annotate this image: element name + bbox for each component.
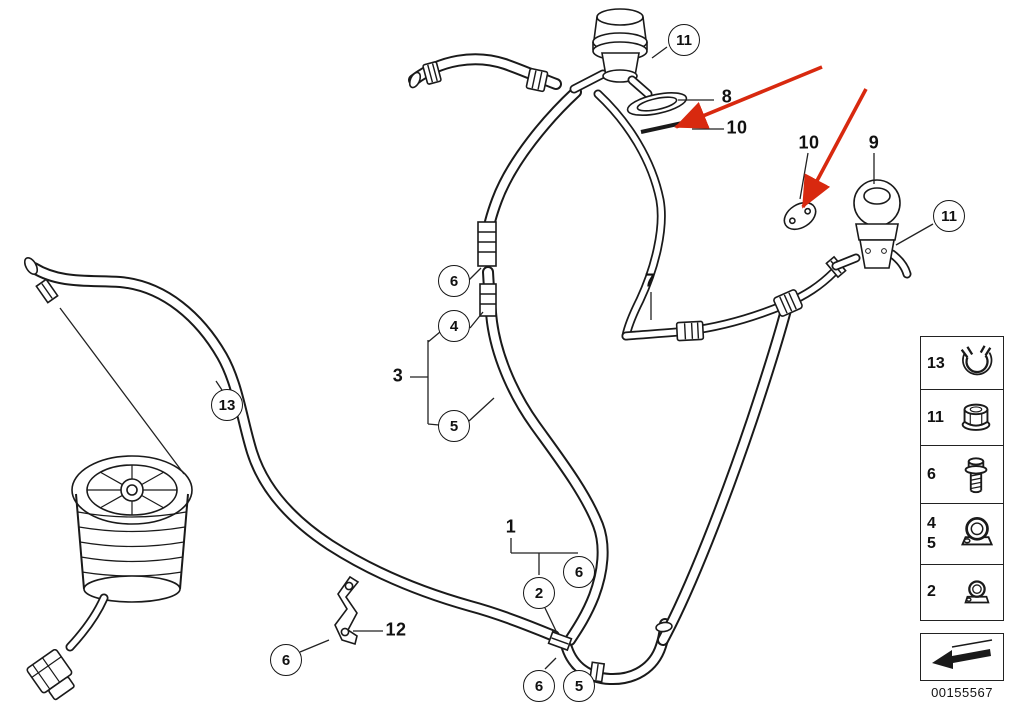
red-arrow-top bbox=[674, 65, 823, 129]
pipe-clip-icon bbox=[948, 511, 1003, 557]
legend-label-2: 2 bbox=[927, 583, 936, 601]
legend-label-11: 11 bbox=[927, 408, 944, 426]
callout-1[interactable]: 1 bbox=[505, 516, 517, 537]
callout-10-top[interactable]: 10 bbox=[726, 117, 748, 138]
screw-icon bbox=[948, 452, 1003, 498]
callout-5-b[interactable]: 5 bbox=[563, 670, 595, 702]
callout-4[interactable]: 4 bbox=[438, 310, 470, 342]
callout-9[interactable]: 9 bbox=[868, 132, 880, 153]
callout-13[interactable]: 13 bbox=[211, 389, 243, 421]
coupler-b bbox=[675, 320, 705, 342]
callout-6-c[interactable]: 6 bbox=[270, 644, 302, 676]
metal-gasket-right bbox=[783, 201, 817, 231]
pipe-clip-small-icon bbox=[948, 571, 1003, 613]
hose-clamp-e bbox=[35, 278, 59, 304]
callout-12[interactable]: 12 bbox=[385, 619, 407, 640]
electrical-connector bbox=[26, 648, 75, 701]
callout-6-b[interactable]: 6 bbox=[563, 556, 595, 588]
callout-10-right[interactable]: 10 bbox=[798, 132, 820, 153]
legend-label-5: 5 bbox=[927, 535, 936, 553]
legend-label-13: 13 bbox=[927, 354, 945, 372]
hose-clamp-d bbox=[588, 661, 606, 683]
legend-row-13[interactable]: 13 bbox=[920, 336, 1004, 391]
legend-panel: 13 11 bbox=[920, 336, 1004, 621]
check-valve bbox=[831, 179, 912, 279]
hose-fittings bbox=[23, 61, 847, 683]
callout-2[interactable]: 2 bbox=[523, 577, 555, 609]
page-turn-arrow-icon bbox=[926, 635, 998, 680]
secondary-air-pump bbox=[26, 455, 193, 701]
legend-label-4: 4 bbox=[927, 515, 936, 533]
flange-nut-icon bbox=[948, 397, 1003, 439]
coupler-a bbox=[525, 67, 549, 93]
callout-3[interactable]: 3 bbox=[392, 365, 404, 386]
callout-7[interactable]: 7 bbox=[644, 270, 656, 291]
callout-6-a[interactable]: 6 bbox=[438, 265, 470, 297]
holder-fitting bbox=[479, 283, 497, 317]
hose-clamp-c bbox=[547, 630, 573, 652]
diagram-part-number: 00155567 bbox=[931, 685, 993, 700]
vent-valve bbox=[569, 8, 688, 134]
legend-row-11[interactable]: 11 bbox=[920, 389, 1004, 447]
hose-clamp-a bbox=[422, 61, 442, 85]
red-arrows bbox=[674, 65, 868, 209]
callout-11-check-valve[interactable]: 11 bbox=[933, 200, 965, 232]
coupler-c bbox=[773, 289, 803, 317]
callout-11-vent-valve[interactable]: 11 bbox=[668, 24, 700, 56]
callout-6-d[interactable]: 6 bbox=[523, 670, 555, 702]
legend-row-2[interactable]: 2 bbox=[920, 563, 1004, 621]
hose-clamp-icon bbox=[948, 343, 1003, 385]
t-fitting bbox=[477, 221, 497, 267]
legend-row-6[interactable]: 6 bbox=[920, 444, 1004, 505]
legend-row-4-5[interactable]: 4 5 bbox=[920, 503, 1004, 566]
red-arrow-right bbox=[801, 88, 868, 209]
callout-5-a[interactable]: 5 bbox=[438, 410, 470, 442]
page-turn-arrow-box[interactable] bbox=[920, 633, 1004, 681]
mounting-bracket bbox=[334, 575, 360, 646]
leader-lines bbox=[59, 46, 934, 670]
callout-8[interactable]: 8 bbox=[721, 86, 733, 107]
legend-label-6: 6 bbox=[927, 465, 936, 483]
